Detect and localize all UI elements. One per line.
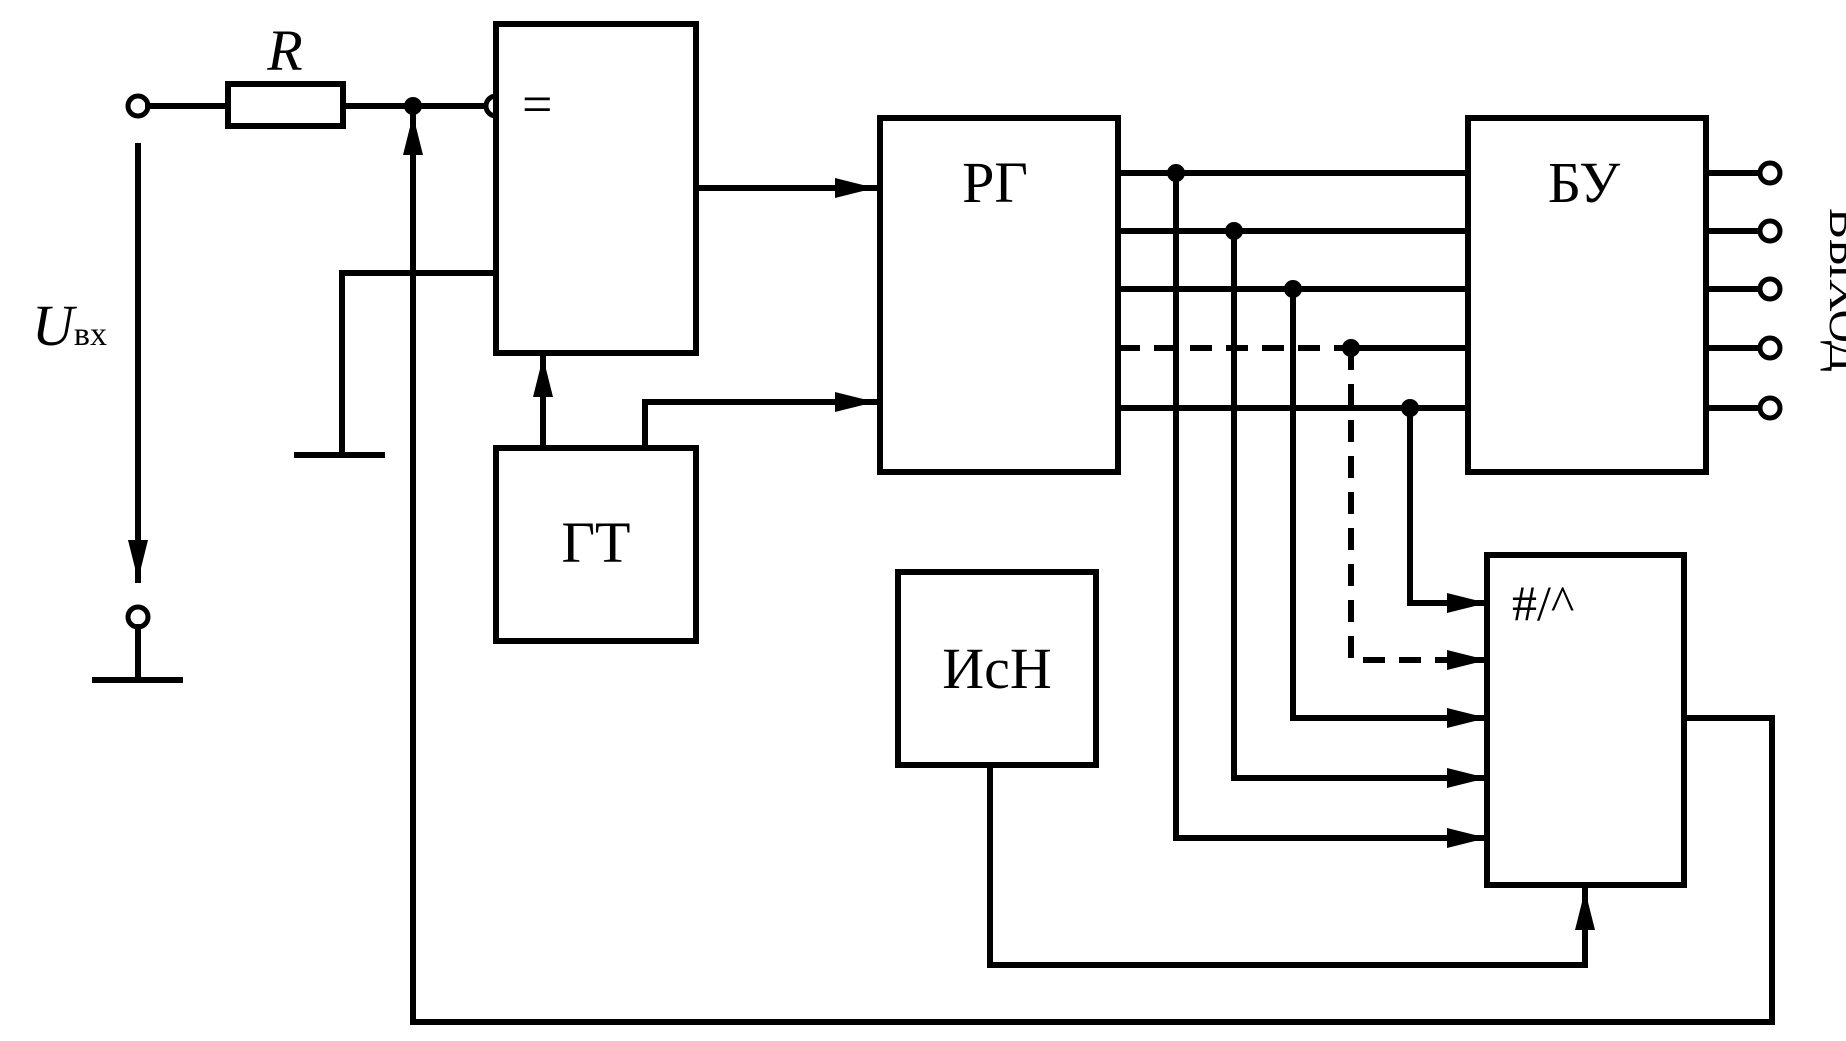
output-label: ВЫХОД — [1820, 208, 1846, 372]
converter-label: #/^ — [1512, 575, 1574, 631]
clock-generator-box — [493, 445, 699, 644]
converter-block: #/^ — [1484, 552, 1687, 888]
tap-line-3 — [1290, 286, 1490, 728]
output-terminal — [1757, 276, 1783, 302]
reference-source-block: ИсН — [895, 569, 1595, 968]
comparator-block: = — [294, 21, 699, 458]
input-section: R Uвх — [32, 18, 509, 683]
converter-input-taps — [1173, 170, 1490, 848]
reference-to-converter-arrow — [987, 762, 1595, 968]
resistor — [225, 81, 346, 129]
control-unit-label: БУ — [1548, 150, 1621, 215]
comparator-symbol: = — [522, 74, 552, 134]
tap-line-1 — [1173, 170, 1490, 848]
register-box — [877, 115, 1121, 475]
comparator-ground-wire — [339, 270, 499, 458]
reference-source-box — [895, 569, 1099, 768]
clock-generator-block: ГТ — [493, 354, 878, 644]
tap-line-2 — [1231, 228, 1490, 788]
register-label: РГ — [962, 150, 1028, 215]
control-unit-box — [1465, 115, 1709, 475]
resistor-label: R — [266, 18, 302, 83]
register-block: РГ — [693, 115, 1121, 475]
output-terminals: ВЫХОД — [1703, 160, 1846, 421]
tap-line-5 — [1407, 405, 1490, 613]
output-terminal — [1757, 218, 1783, 244]
input-voltage-subscript: вх — [74, 316, 107, 353]
clock-to-register-arrow — [642, 392, 878, 451]
control-unit-block: БУ — [1465, 115, 1709, 475]
comparator-box — [493, 21, 699, 356]
junction-dot — [404, 97, 422, 115]
output-terminal — [1757, 335, 1783, 361]
clock-generator-label: ГТ — [562, 510, 631, 575]
converter-box — [1484, 552, 1687, 888]
output-terminal — [1757, 395, 1783, 421]
tap-line-4-dashed — [1348, 348, 1440, 663]
output-terminal — [1757, 160, 1783, 186]
converter-feedback-arrow — [403, 112, 1775, 1025]
input-voltage-label: Uвх — [32, 293, 107, 358]
reference-source-label: ИсН — [942, 636, 1052, 701]
